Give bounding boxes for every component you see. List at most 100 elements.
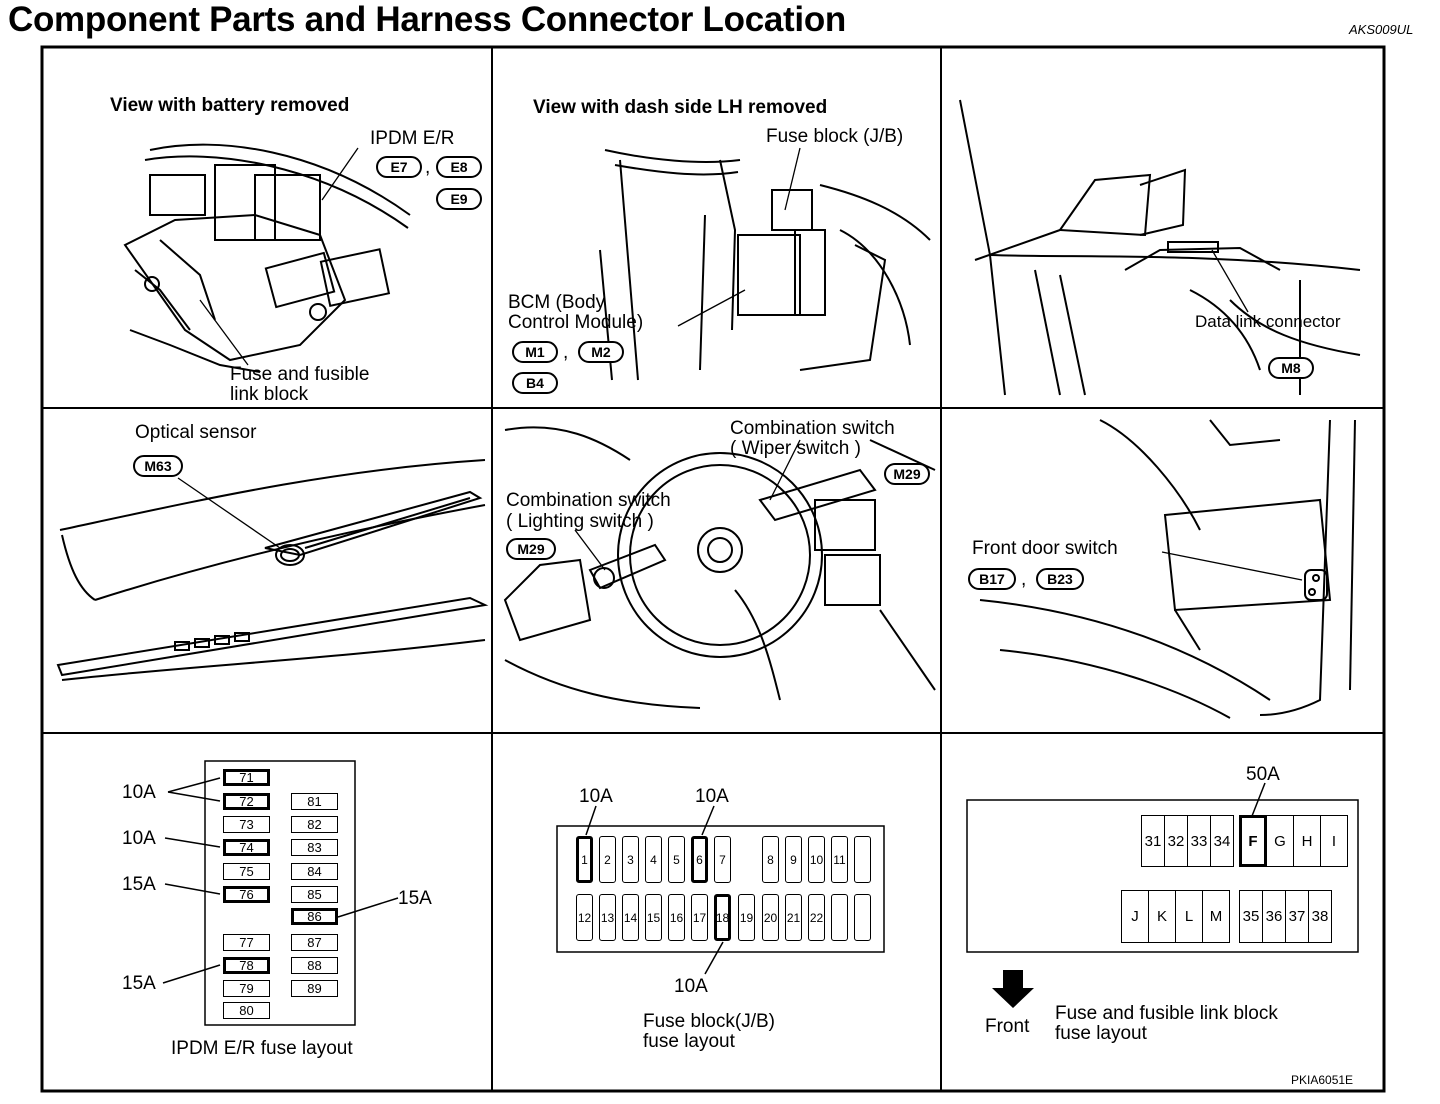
fuse-slot: 15 (645, 894, 662, 941)
fuse-slot: 7 (714, 836, 731, 883)
bcm-label: Control Module) (508, 312, 644, 333)
fuse-slot: I (1320, 815, 1348, 867)
page-title: Component Parts and Harness Connector Lo… (8, 0, 846, 39)
fuse-slot: 78 (223, 957, 270, 974)
fuse-slot: 6 (691, 836, 708, 883)
fuse-slot: 73 (223, 816, 270, 833)
fuse-slot: 18 (714, 894, 731, 941)
fuse-slot: M (1202, 890, 1230, 943)
connector-badge: M29 (506, 538, 556, 560)
fuse-slot: 85 (291, 886, 338, 903)
fuse-slot: 14 (622, 894, 639, 941)
front-arrow-icon (992, 970, 1034, 1008)
connector-badge: M8 (1268, 357, 1314, 379)
fuse-fusible-label: Fuse and fusible (230, 364, 370, 385)
connector-badge: B17 (968, 568, 1016, 590)
optical-sensor-illustration (56, 459, 489, 681)
fuse-slot: 1 (576, 836, 593, 883)
fuse-slot (831, 894, 848, 941)
fuse-slot: 4 (645, 836, 662, 883)
dash-view-heading: View with dash side LH removed (533, 97, 828, 118)
engine-bay-illustration (123, 143, 411, 373)
fuse-slot: 76 (223, 886, 270, 903)
fuse-slot: 84 (291, 863, 338, 880)
door-illustration (979, 419, 1356, 719)
fuse-slot: 3 (622, 836, 639, 883)
door-switch-label: Front door switch (972, 538, 1118, 559)
dlc-illustration (959, 99, 1361, 396)
fuse-slot: 8 (762, 836, 779, 883)
connector-badge: B4 (512, 372, 558, 394)
fuse-slot: L (1175, 890, 1203, 943)
fusible-layout-caption: Fuse and fusible link block (1055, 1003, 1278, 1024)
dash-illustration (599, 149, 931, 381)
fuse-slot: 22 (808, 894, 825, 941)
ipdm-layout-leaders (162, 760, 399, 1026)
fuse-fusible-label: link block (230, 384, 309, 405)
steering-illustration (503, 426, 936, 709)
outer-frame (40, 45, 1386, 1093)
fusible-link-box (966, 799, 1359, 953)
wiper-switch-label: ( Wiper switch ) (730, 438, 861, 459)
ipdm-label: IPDM E/R (370, 128, 455, 149)
fuse-slot: 81 (291, 793, 338, 810)
connector-badge: E8 (436, 156, 482, 178)
battery-view-heading: View with battery removed (110, 95, 350, 116)
jb-fuse-box (556, 825, 885, 953)
fuse-slot: 86 (291, 908, 338, 925)
fuse-slot: 31 (1141, 815, 1165, 867)
amp-callout: 15A (398, 888, 432, 909)
fuse-slot: J (1121, 890, 1149, 943)
jb-layout-caption: fuse layout (643, 1031, 735, 1052)
fuse-slot: 89 (291, 980, 338, 997)
fuse-slot: 74 (223, 839, 270, 856)
optical-sensor-label: Optical sensor (135, 422, 257, 443)
fuse-slot: 20 (762, 894, 779, 941)
fuse-slot: K (1148, 890, 1176, 943)
fuse-slot: 71 (223, 769, 270, 786)
fuse-slot: F (1239, 815, 1267, 867)
separator: , (425, 157, 431, 178)
lighting-switch-label: ( Lighting switch ) (506, 511, 654, 532)
connector-badge: M2 (578, 341, 624, 363)
fuse-slot: 36 (1262, 890, 1286, 943)
amp-callout: 15A (122, 874, 156, 895)
ipdm-layout-caption: IPDM E/R fuse layout (171, 1038, 353, 1059)
fuse-slot: 35 (1239, 890, 1263, 943)
fuse-slot: 13 (599, 894, 616, 941)
connector-badge: B23 (1036, 568, 1084, 590)
amp-callout: 10A (579, 786, 613, 807)
data-link-label: Data link connector (1195, 312, 1341, 331)
fusible-layout-caption: fuse layout (1055, 1023, 1147, 1044)
fuse-slot: 38 (1308, 890, 1332, 943)
fuse-slot: 34 (1210, 815, 1234, 867)
separator: , (563, 342, 569, 363)
front-label: Front (985, 1016, 1030, 1037)
wiper-switch-label: Combination switch (730, 418, 895, 439)
fuse-slot: 21 (785, 894, 802, 941)
amp-callout: 15A (122, 973, 156, 994)
fuse-slot: 75 (223, 863, 270, 880)
separator: , (1021, 569, 1027, 590)
figure-code: PKIA6051E (1291, 1073, 1354, 1087)
fuse-slot: G (1266, 815, 1294, 867)
connector-badge: M63 (133, 455, 183, 477)
jb-layout-leaders (556, 805, 885, 975)
fuse-slot: 80 (223, 1002, 270, 1019)
fuse-slot: 82 (291, 816, 338, 833)
lighting-switch-label: Combination switch (506, 490, 671, 511)
bcm-label: BCM (Body (508, 292, 606, 313)
fusible-layout-leaders (966, 782, 1359, 953)
fuse-slot: 9 (785, 836, 802, 883)
fuse-slot: 12 (576, 894, 593, 941)
connector-badge: E9 (436, 188, 482, 210)
fuse-slot: 37 (1285, 890, 1309, 943)
fuse-slot: 32 (1164, 815, 1188, 867)
amp-callout: 10A (122, 782, 156, 803)
fuse-slot: 77 (223, 934, 270, 951)
doc-code: AKS009UL (1349, 22, 1414, 37)
fuse-slot: 5 (668, 836, 685, 883)
fuse-slot: 88 (291, 957, 338, 974)
fuse-slot: 87 (291, 934, 338, 951)
